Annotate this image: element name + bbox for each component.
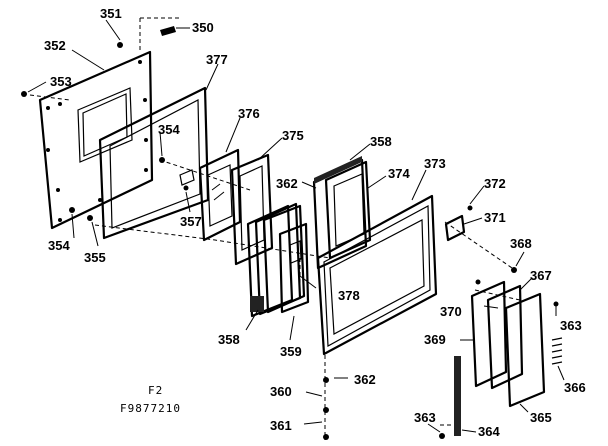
callout-371: 371 xyxy=(484,210,506,225)
callout-365: 365 xyxy=(530,410,552,425)
part-358-insulation-stack xyxy=(246,202,306,318)
part-371-clip xyxy=(444,205,473,242)
fasteners xyxy=(21,26,559,440)
part-374-door-liner xyxy=(312,156,372,270)
part-366-spring xyxy=(551,337,563,365)
callout-363-lower: 363 xyxy=(414,410,436,425)
callout-372: 372 xyxy=(484,176,506,191)
callout-366: 366 xyxy=(564,380,586,395)
callout-358-lower: 358 xyxy=(218,332,240,347)
callout-362-lower: 362 xyxy=(354,372,376,387)
callout-358-upper: 358 xyxy=(370,134,392,149)
callout-376: 376 xyxy=(238,106,260,121)
part-365-panel xyxy=(504,292,546,408)
callout-labels: 351 350 352 353 377 354 376 375 358 362 … xyxy=(44,6,586,439)
callout-357: 357 xyxy=(180,214,202,229)
callout-370: 370 xyxy=(440,304,462,319)
callout-354-lower: 354 xyxy=(48,238,70,253)
part-376-glass xyxy=(198,148,242,242)
leader-lines xyxy=(27,19,565,433)
callout-364: 364 xyxy=(478,424,500,439)
callout-350: 350 xyxy=(192,20,214,35)
callout-354-upper: 354 xyxy=(158,122,180,137)
callout-374: 374 xyxy=(388,166,410,181)
callout-359: 359 xyxy=(280,344,302,359)
figure-label: F2 xyxy=(148,384,163,397)
part-373-outer-door-frame xyxy=(316,194,438,356)
part-369-panel xyxy=(470,280,508,388)
callout-355: 355 xyxy=(84,250,106,265)
callout-378: 378 xyxy=(338,288,360,303)
part-352-back-panel xyxy=(38,50,154,230)
callout-360: 360 xyxy=(270,384,292,399)
callout-352: 352 xyxy=(44,38,66,53)
callout-375: 375 xyxy=(282,128,304,143)
part-367-panel xyxy=(486,284,524,390)
figure-caption: F2 F9877210 xyxy=(120,384,181,415)
callout-362-upper: 362 xyxy=(276,176,298,191)
callout-368: 368 xyxy=(510,236,532,251)
callout-373: 373 xyxy=(424,156,446,171)
callout-361: 361 xyxy=(270,418,292,433)
callout-363-right: 363 xyxy=(560,318,582,333)
part-378-latch-plate xyxy=(278,222,310,314)
part-377-frame xyxy=(98,86,210,240)
callout-377: 377 xyxy=(206,52,228,67)
part-352-window xyxy=(77,87,133,163)
callout-369: 369 xyxy=(424,332,446,347)
callout-353: 353 xyxy=(50,74,72,89)
part-364-strip xyxy=(454,356,461,436)
callout-351: 351 xyxy=(100,6,122,21)
part-354-357-hardware xyxy=(159,157,195,191)
callout-367: 367 xyxy=(530,268,552,283)
figure-code: F9877210 xyxy=(120,402,181,415)
